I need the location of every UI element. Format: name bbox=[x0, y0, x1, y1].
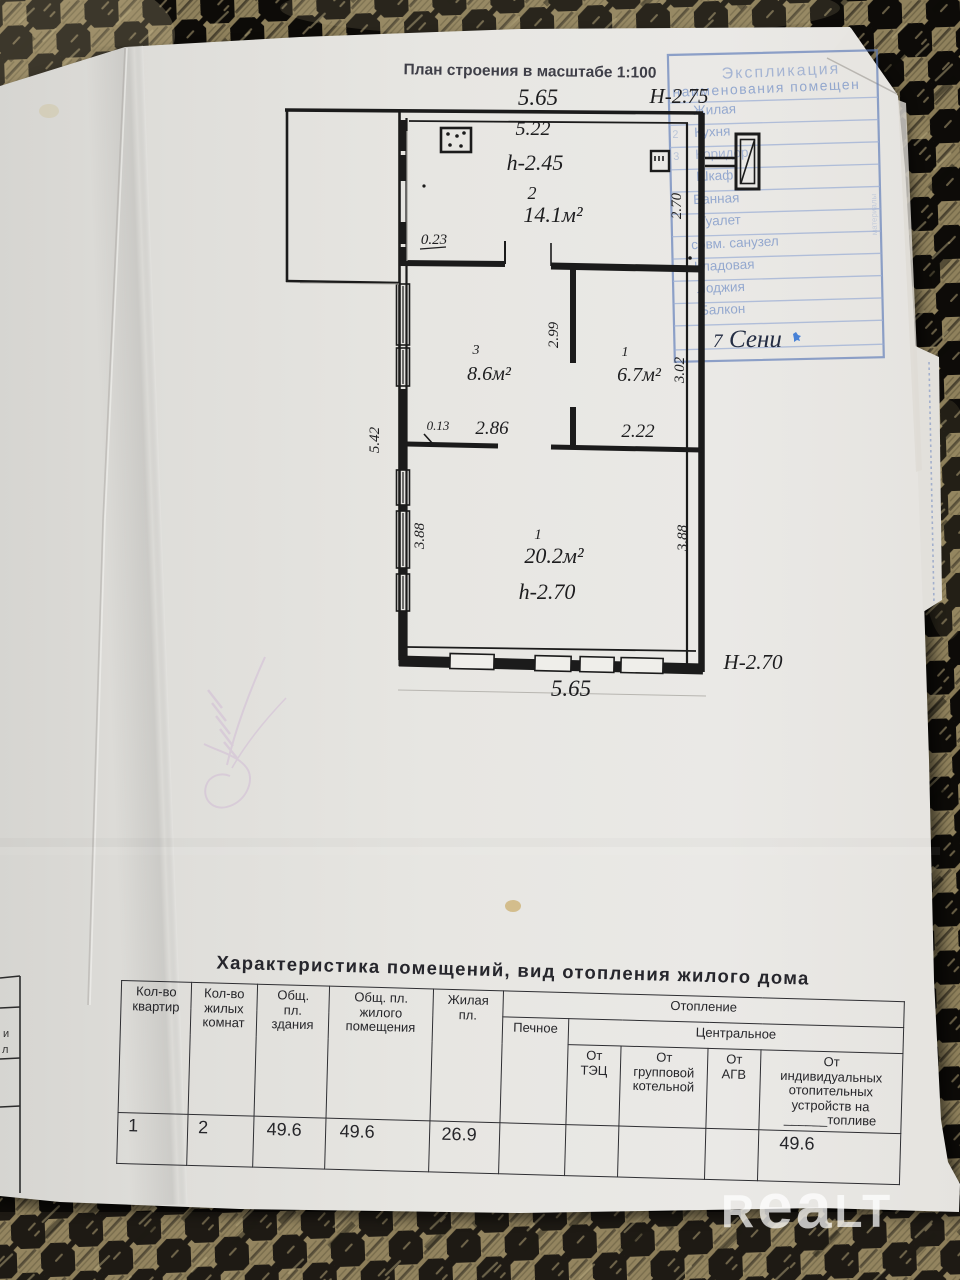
svg-text:3: 3 bbox=[673, 151, 680, 163]
svg-text:Н-2.70: Н-2.70 bbox=[723, 650, 783, 674]
svg-text:материалы: материалы bbox=[869, 193, 879, 235]
svg-text:План строения в масштабе 1:100: План строения в масштабе 1:100 bbox=[403, 61, 656, 82]
svg-text:Сени: Сени bbox=[729, 326, 782, 353]
svg-text:3.88: 3.88 bbox=[412, 522, 428, 550]
svg-text:3.88: 3.88 bbox=[675, 524, 691, 552]
svg-text:Шкаф: Шкаф bbox=[696, 167, 734, 184]
svg-text:h-2.45: h-2.45 bbox=[507, 150, 564, 175]
svg-text:совм. санузел: совм. санузел bbox=[691, 233, 779, 252]
svg-text:2.22: 2.22 bbox=[621, 421, 655, 442]
svg-text:3.02: 3.02 bbox=[672, 356, 688, 384]
svg-text:Лоджия: Лоджия bbox=[697, 279, 745, 296]
svg-text:Н-2.75: Н-2.75 bbox=[649, 84, 709, 108]
svg-text:5.42: 5.42 bbox=[367, 426, 383, 453]
svg-text:1: 1 bbox=[534, 527, 542, 543]
svg-text:5.22: 5.22 bbox=[516, 118, 551, 140]
svg-text:1: 1 bbox=[622, 345, 629, 360]
svg-text:2: 2 bbox=[672, 129, 679, 141]
svg-text:и: и bbox=[3, 1028, 9, 1040]
svg-text:3: 3 bbox=[472, 343, 480, 358]
svg-text:7: 7 bbox=[713, 331, 724, 352]
svg-text:Туалет: Туалет bbox=[698, 212, 741, 229]
svg-text:2: 2 bbox=[528, 183, 537, 203]
svg-text:Экспликация: Экспликация bbox=[721, 61, 840, 83]
svg-text:2.99: 2.99 bbox=[546, 321, 562, 348]
svg-text:л: л bbox=[2, 1044, 8, 1056]
svg-text:0.23: 0.23 bbox=[421, 232, 447, 248]
svg-text:Балкон: Балкон bbox=[700, 301, 746, 318]
svg-text:14.1м²: 14.1м² bbox=[523, 202, 583, 227]
svg-text:8.6м²: 8.6м² bbox=[467, 363, 512, 385]
svg-text:5.65: 5.65 bbox=[551, 676, 591, 701]
svg-text:0.13: 0.13 bbox=[427, 418, 450, 433]
svg-text:20.2м²: 20.2м² bbox=[524, 543, 584, 568]
svg-text:6.7м²: 6.7м² bbox=[617, 364, 662, 386]
svg-text:h-2.70: h-2.70 bbox=[519, 579, 576, 604]
svg-text:5.65: 5.65 bbox=[518, 85, 558, 110]
svg-text:Кладовая: Кладовая bbox=[694, 257, 755, 275]
svg-text:2.86: 2.86 bbox=[475, 418, 509, 439]
svg-text:2.70: 2.70 bbox=[669, 192, 685, 219]
